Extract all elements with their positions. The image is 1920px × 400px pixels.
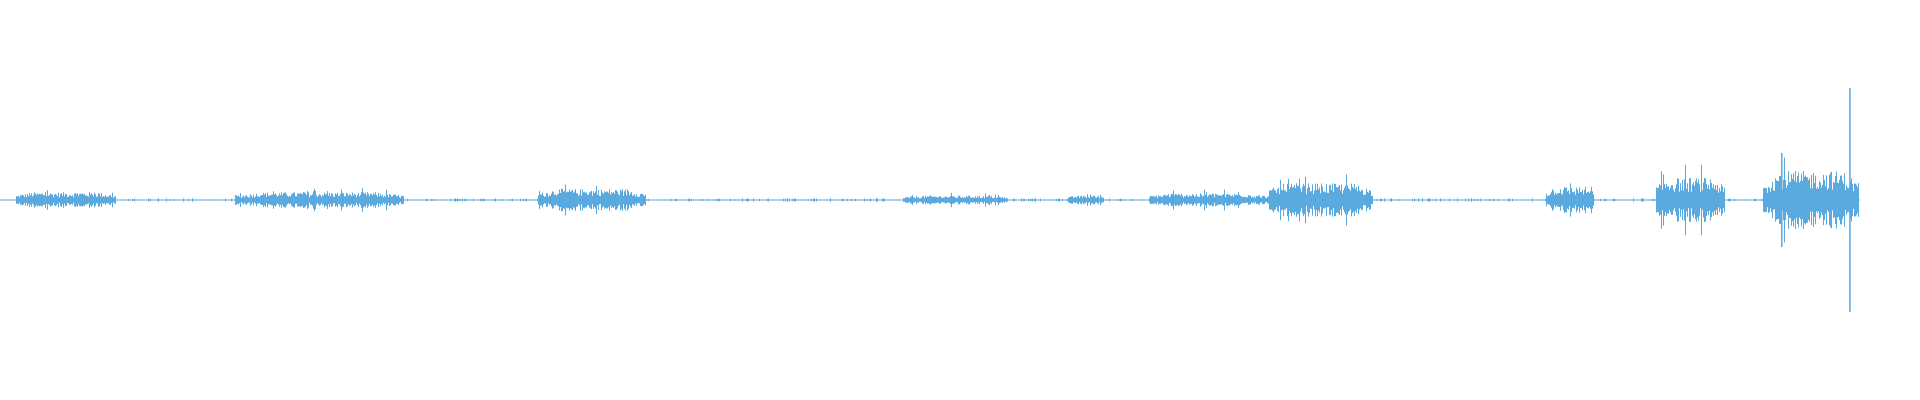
waveform-samples	[0, 88, 1860, 312]
waveform-trace	[0, 157, 1860, 243]
